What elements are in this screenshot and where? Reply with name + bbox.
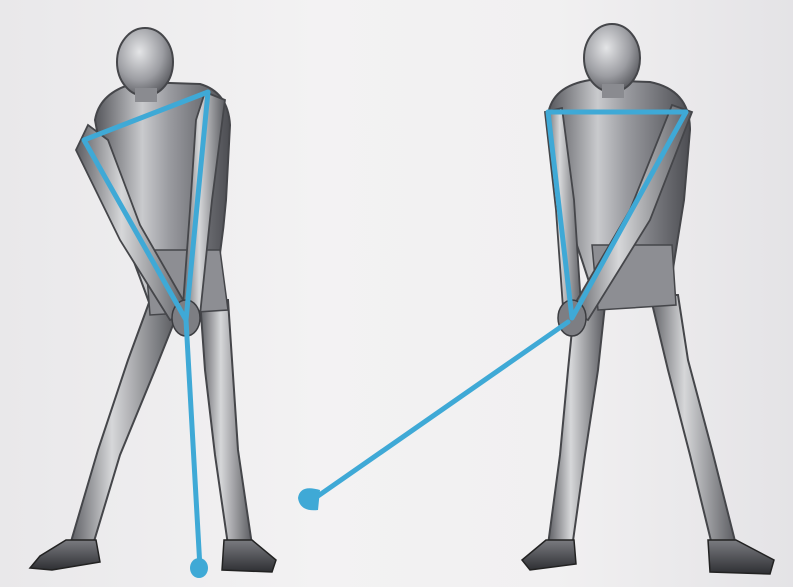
left-figure-club-head <box>190 558 208 578</box>
left-figure-head <box>117 28 173 96</box>
right-figure-head <box>584 24 640 92</box>
right-figure-left-shoe <box>522 540 576 570</box>
golfer-figure-left <box>30 28 276 578</box>
left-figure-left-shoe <box>30 540 100 570</box>
left-figure-club-shaft <box>186 320 200 568</box>
left-figure-neck <box>135 88 157 102</box>
left-figure-right-shoe <box>222 540 276 572</box>
left-figure-left-leg <box>70 300 175 548</box>
right-figure-neck <box>602 84 624 98</box>
right-figure-club-head <box>298 488 320 510</box>
right-figure-club-shaft <box>318 322 568 496</box>
golfer-figure-right <box>298 24 774 574</box>
right-figure-right-shoe <box>708 540 774 574</box>
right-figure-left-leg <box>548 300 605 548</box>
right-figure-right-leg <box>650 295 736 545</box>
left-figure-right-leg <box>200 300 252 545</box>
